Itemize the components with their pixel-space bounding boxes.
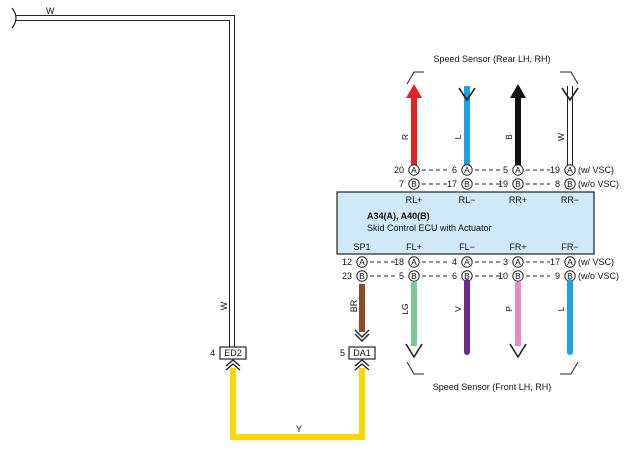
variant-with-vsc: (w/ VSC) <box>578 165 614 175</box>
wire-front-lg-chevron <box>405 343 423 359</box>
wire-label-left-top: W <box>46 6 55 16</box>
pin-letter-b: B <box>515 271 521 281</box>
pin-bottom-a-3: 4 <box>452 257 457 267</box>
connector-da1: 5 DA1 <box>340 346 376 371</box>
pin-top-b-1: 7 <box>399 179 404 189</box>
pin-letter-a: A <box>464 257 470 267</box>
pin-top-a-3: 5 <box>503 165 508 175</box>
wire-w-left <box>16 15 235 348</box>
pin-letter-b: B <box>464 271 470 281</box>
pin-letter-a: A <box>515 165 521 175</box>
bottom-pins-a: 12 A 18 A 4 A 3 A 17 A (w/ VSC) <box>342 256 614 268</box>
wire-label-rear-l: L <box>453 134 463 139</box>
pin-bottom-b-2: 5 <box>399 271 404 281</box>
pin-letter-a: A <box>464 165 470 175</box>
rear-wires: R L B W <box>400 84 579 166</box>
variant-without-vsc: (w/o VSC) <box>578 271 619 281</box>
pin-letter-a: A <box>567 257 573 267</box>
wire-label-rear-r: R <box>400 134 410 140</box>
ecu-terminal-rr-plus: RR+ <box>509 195 527 205</box>
pin-bottom-b-4: 10 <box>498 271 508 281</box>
pin-letter-b: B <box>567 271 573 281</box>
wire-rear-w-chevron <box>561 87 579 102</box>
pin-letter-a: A <box>359 257 365 267</box>
pin-top-a-1: 20 <box>394 165 404 175</box>
pin-letter-a: A <box>515 257 521 267</box>
wire-label-bottom: Y <box>296 424 302 434</box>
pin-top-a-4: 19 <box>550 165 560 175</box>
ecu-terminal-rl-plus: RL+ <box>406 195 423 205</box>
connector-ed2-pin: 4 <box>210 348 215 358</box>
wire-label-sp1: BR <box>349 299 359 312</box>
ecu-terminal-fr-minus: FR− <box>561 242 578 252</box>
pin-letter-b: B <box>411 271 417 281</box>
off-sheet-break-symbol <box>11 7 17 29</box>
variant-with-vsc: (w/ VSC) <box>578 257 614 267</box>
pin-letter-a: A <box>567 165 573 175</box>
connector-da1-name: DA1 <box>353 348 371 358</box>
pin-top-a-2: 6 <box>452 165 457 175</box>
ecu-terminal-fr-plus: FR+ <box>509 242 526 252</box>
top-pins-b: 7 B 17 B 19 B 8 B (w/o VSC) <box>399 178 619 190</box>
front-sensor-bracket <box>406 361 579 375</box>
pin-bottom-a-4: 3 <box>503 257 508 267</box>
pin-letter-b: B <box>411 179 417 189</box>
rear-sensor-group-label: Speed Sensor (Rear LH, RH) <box>433 54 550 64</box>
ecu-name: A34(A), A40(B) <box>367 211 430 221</box>
pin-bottom-a-2: 18 <box>394 257 404 267</box>
bottom-pins-b: 23 B 5 B 6 B 10 B 9 B (w/o VSC) <box>342 270 619 282</box>
front-wires: LG V P L <box>400 279 573 359</box>
wire-rear-l-chevron <box>458 87 476 102</box>
connector-da1-pin: 5 <box>340 348 345 358</box>
pin-letter-a: A <box>411 257 417 267</box>
ecu-box: RL+ RL− RR+ RR− A34(A), A40(B) Skid Cont… <box>336 191 595 255</box>
wire-label-front-p: P <box>504 306 514 312</box>
pin-letter-b: B <box>515 179 521 189</box>
wire-rear-b-arrow <box>510 84 526 98</box>
ecu-description: Skid Control ECU with Actuator <box>367 223 492 233</box>
pin-bottom-b-1: 23 <box>342 271 352 281</box>
ecu-terminal-fl-minus: FL− <box>459 242 475 252</box>
connector-ed2-name: ED2 <box>224 348 242 358</box>
connector-ed2: 4 ED2 <box>210 346 247 371</box>
ecu-terminal-rr-minus: RR− <box>561 195 579 205</box>
wire-label-rear-b: B <box>504 134 514 140</box>
ecu-terminal-fl-plus: FL+ <box>406 242 422 252</box>
wire-y-bottom <box>230 368 365 440</box>
front-sensor-group-label: Speed Sensor (Front LH, RH) <box>433 382 552 392</box>
pin-top-b-2: 17 <box>447 179 457 189</box>
wire-label-left-vertical: W <box>219 301 229 310</box>
pin-top-b-4: 8 <box>555 179 560 189</box>
top-pins-a: 20 A 6 A 5 A 19 A (w/ VSC) <box>394 164 614 176</box>
wire-rear-r-arrow <box>406 84 422 98</box>
wire-label-front-v: V <box>453 306 463 312</box>
ecu-terminal-sp1: SP1 <box>353 242 370 252</box>
ecu-terminal-rl-minus: RL− <box>459 195 476 205</box>
pin-letter-b: B <box>359 271 365 281</box>
pin-bottom-b-5: 9 <box>555 271 560 281</box>
wire-label-front-lg: LG <box>400 303 410 314</box>
pin-top-b-3: 19 <box>498 179 508 189</box>
rear-sensor-bracket <box>406 71 579 85</box>
variant-without-vsc: (w/o VSC) <box>578 179 619 189</box>
wire-label-rear-w: W <box>556 133 566 141</box>
pin-letter-b: B <box>464 179 470 189</box>
pin-letter-b: B <box>567 179 573 189</box>
pin-letter-a: A <box>411 165 417 175</box>
pin-bottom-b-3: 6 <box>452 271 457 281</box>
wire-front-p-chevron <box>509 343 527 359</box>
wire-label-front-l: L <box>556 306 566 311</box>
pin-bottom-a-1: 12 <box>342 257 352 267</box>
wire-br-chevron <box>354 329 370 342</box>
pin-bottom-a-5: 17 <box>550 257 560 267</box>
